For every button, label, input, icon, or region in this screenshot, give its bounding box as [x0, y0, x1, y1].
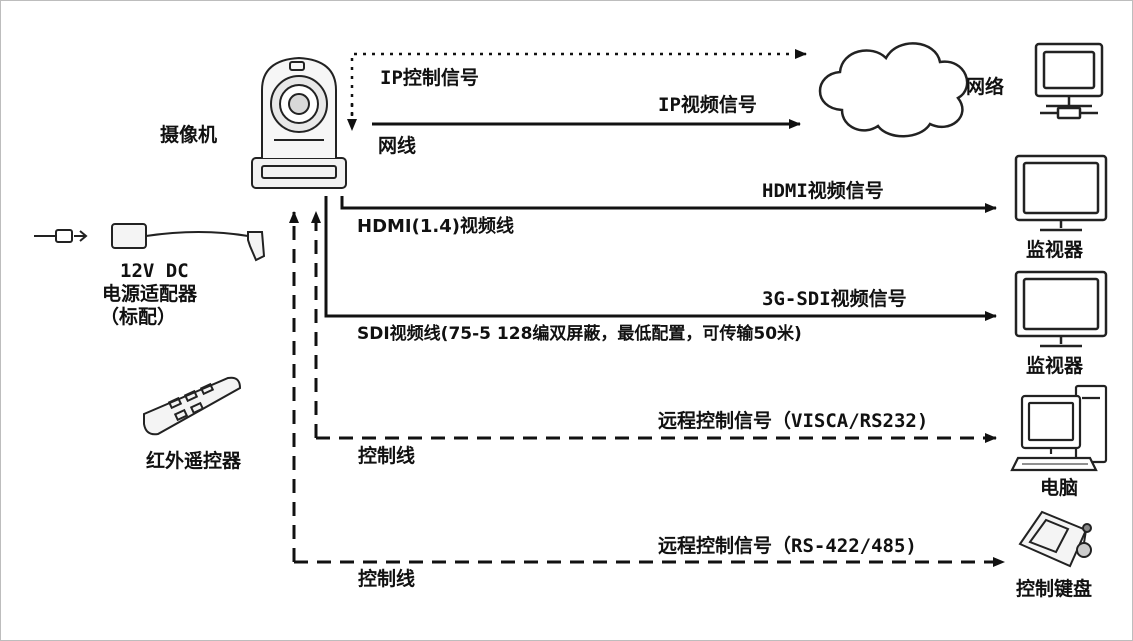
connection-lines [289, 49, 1005, 567]
monitor-icon [1014, 270, 1108, 348]
remote-control-rs422-label: 远程控制信号（RS-422/485) [658, 535, 917, 557]
power-adapter-icon [34, 223, 266, 262]
network-label: 网络 [966, 76, 1005, 98]
ip-video-signal-label: IP视频信号 [658, 94, 757, 116]
control-cable-label-2: 控制线 [358, 568, 416, 590]
ip-control-signal-label: IP控制信号 [380, 67, 479, 89]
cloud-icon [818, 42, 969, 138]
control-keyboard-icon [1018, 510, 1092, 568]
sdi-cable-label: SDI视频线(75-5 128编双屏蔽，最低配置，可传输50米) [357, 324, 802, 344]
monitor-2-label: 监视器 [1026, 355, 1084, 377]
computer-icon [1010, 384, 1108, 472]
monitor-1-label: 监视器 [1026, 239, 1084, 261]
monitor-icon [1014, 154, 1108, 232]
hdmi-video-signal-label: HDMI视频信号 [762, 180, 884, 202]
network-computer-icon [1034, 42, 1104, 120]
control-keyboard-label: 控制键盘 [1016, 578, 1093, 600]
sdi-video-signal-label: 3G-SDI视频信号 [762, 288, 907, 310]
power-adapter-note: （标配） [100, 306, 177, 328]
remote-control-icon [143, 376, 242, 436]
camera-label: 摄像机 [160, 124, 218, 146]
remote-control-visca-label: 远程控制信号（VISCA/RS232) [658, 410, 929, 432]
hdmi-cable-label: HDMI(1.4)视频线 [357, 216, 514, 237]
control-cable-label-1: 控制线 [358, 445, 416, 467]
camera-icon [251, 56, 347, 189]
computer-label: 电脑 [1040, 477, 1079, 499]
network-cable-label: 网线 [378, 135, 417, 157]
ir-remote-label: 红外遥控器 [146, 450, 242, 472]
power-adapter-name: 电源适配器 [102, 283, 198, 305]
power-adapter-voltage: 12V DC [120, 260, 189, 282]
